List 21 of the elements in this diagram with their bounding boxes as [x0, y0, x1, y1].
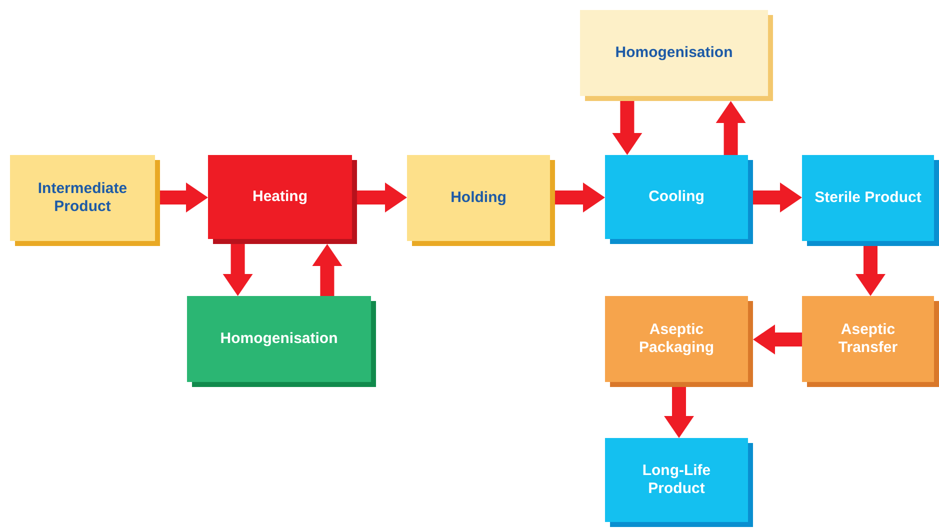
arrow — [312, 244, 342, 296]
process-box: Long-Life Product — [605, 438, 748, 522]
process-box: Sterile Product — [802, 155, 934, 241]
arrow — [664, 387, 694, 438]
arrow — [856, 246, 886, 296]
process-box: Cooling — [605, 155, 748, 239]
arrow — [357, 182, 407, 212]
process-box: Homogenisation — [187, 296, 371, 382]
process-box: Intermediate Product — [10, 155, 155, 241]
arrow — [222, 244, 253, 296]
arrow — [753, 324, 802, 354]
process-box: Aseptic Packaging — [605, 296, 748, 382]
process-box: Holding — [407, 155, 550, 241]
process-box: Aseptic Transfer — [802, 296, 934, 382]
process-box: Homogenisation — [580, 10, 768, 96]
arrow — [555, 182, 605, 212]
arrow — [160, 182, 208, 212]
arrow — [716, 101, 746, 155]
process-box: Heating — [208, 155, 352, 239]
arrow — [612, 101, 642, 155]
arrow — [753, 182, 802, 212]
